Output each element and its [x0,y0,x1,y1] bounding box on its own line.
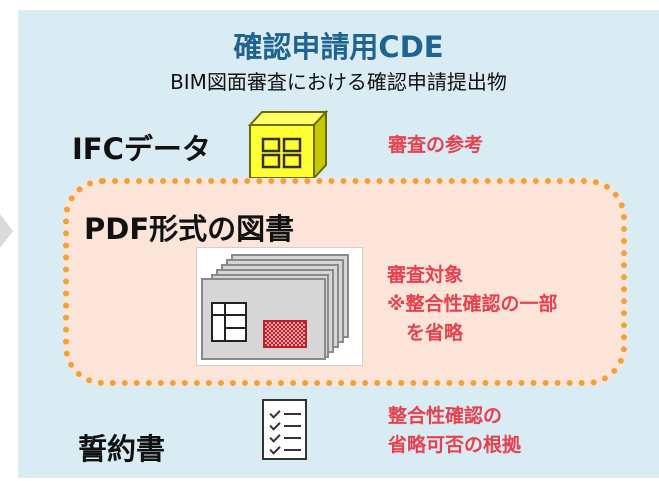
left-arrow-tip [0,214,13,248]
pledge-note-line1: 整合性確認の [388,405,503,427]
ifc-data-label: IFCデータ [72,132,211,166]
pdf-note-line1: 審査対象 [387,264,464,286]
panel-subtitle: BIM図面審査における確認申請提出物 [170,70,507,94]
checklist-document-icon [262,399,307,460]
ifc-note: 審査の参考 [388,134,484,156]
building-cube-icon [248,110,329,180]
pledge-label: 誓約書 [78,432,166,466]
drawing-sheets-icon [196,247,363,366]
pdf-label: PDF形式の図書 [84,212,295,246]
pdf-note-line2: ※整合性確認の一部 [387,293,558,315]
panel-title: 確認申請用CDE [233,30,444,64]
pledge-note-line2: 省略可否の根拠 [388,434,522,456]
cde-panel: 確認申請用CDE BIM図面審査における確認申請提出物 IFCデータ 審査の参考… [18,10,659,478]
pdf-note-line3: を省略 [406,322,464,344]
